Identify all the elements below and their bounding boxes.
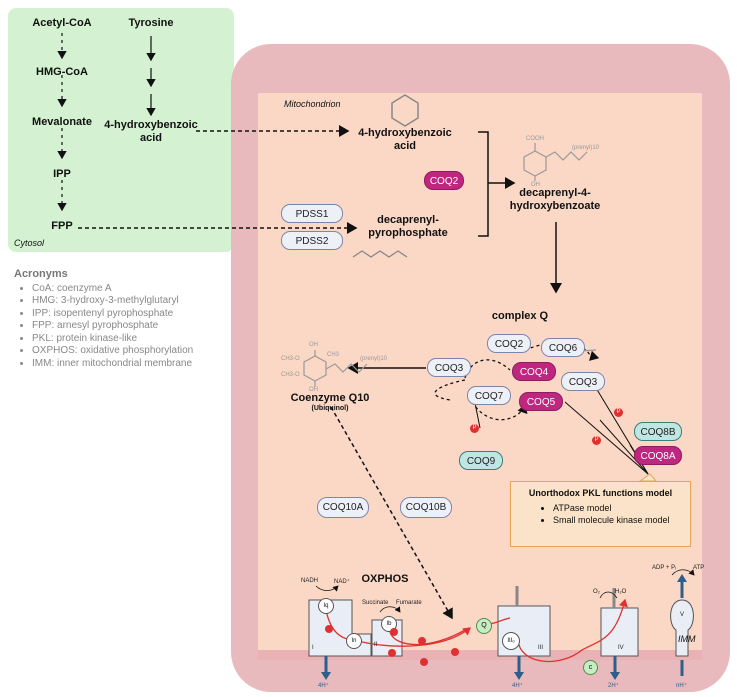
complex-q-coq3-right: COQ3	[561, 372, 605, 391]
iq-site: Iq	[318, 598, 334, 614]
ipp-label: IPP	[53, 168, 71, 180]
electron-dot	[418, 637, 426, 645]
acronym-item: HMG: 3-hydroxy-3-methylglutaryl	[32, 295, 193, 308]
fpp-label: FPP	[51, 220, 73, 232]
complex-q-coq7: COQ7	[467, 386, 511, 405]
coq8b-enzyme: COQ8B	[634, 422, 682, 441]
cytosol-compartment	[8, 8, 234, 252]
pdss1-enzyme: PDSS1	[281, 204, 343, 223]
cytochrome-c-node: c	[583, 660, 598, 675]
cytosol-hba-line2: acid	[139, 132, 162, 144]
proton-label-iv: 2H⁺	[608, 683, 619, 689]
coq10-title: Coenzyme Q10	[290, 392, 370, 404]
h2o-label: H₂O	[615, 589, 627, 595]
proton-label-iii: 4H⁺	[512, 683, 523, 689]
dpp-line1: decaprenyl-	[377, 214, 439, 226]
acronym-item: IPP: isopentenyl pyrophosphate	[32, 308, 193, 321]
acronym-item: IMM: inner mitochondrial membrane	[32, 358, 193, 371]
coq2-enzyme: COQ2	[424, 171, 464, 190]
acronyms-title: Acronyms	[14, 268, 68, 280]
electron-dot	[325, 625, 333, 633]
coq10-ch3o-1: CH3-O	[281, 356, 300, 362]
dhb-prenyl: (prenyl)10	[572, 145, 600, 151]
nad-label: NAD⁺	[334, 579, 350, 585]
electron-dot	[388, 649, 396, 657]
coq10b-protein: COQ10B	[400, 497, 452, 518]
coq10-ch3: CH3	[327, 352, 340, 358]
coq10-oh-top: OH	[309, 342, 318, 348]
dhb-line2: hydroxybenzoate	[509, 200, 601, 212]
coq10-oh-bottom: OH	[309, 387, 318, 393]
succinate-label: Succinate	[362, 600, 389, 606]
mito-hba-line1: 4-hydroxybenzoic	[358, 127, 452, 139]
proton-label-i: 4H⁺	[318, 683, 329, 689]
mitochondrion-label: Mitochondrion	[284, 99, 341, 109]
electron-dot	[451, 648, 459, 656]
coq10-subtitle: (Ubiquinol)	[311, 405, 349, 412]
acronym-item: OXPHOS: oxidative phosphorylation	[32, 345, 193, 358]
acronym-item: FPP: arnesyl pyrophosphate	[32, 320, 193, 333]
fumarate-label: Fumarate	[396, 600, 422, 606]
phospho-badge: P	[592, 436, 601, 445]
coq10-prenyl: (prenyl)10	[360, 356, 388, 362]
phospho-badge: P	[470, 424, 479, 433]
mitochondrion-inner	[258, 93, 702, 656]
dhb-oh: OH	[531, 182, 540, 188]
dhb-cooh: COOH	[526, 136, 544, 142]
phospho-badge: P	[614, 408, 623, 417]
adp-label: ADP + Pᵢ	[652, 565, 677, 571]
cytosol-hba-line1: 4-hydroxybenzoic	[104, 119, 198, 131]
in-site: In	[346, 633, 362, 649]
mevalonate-label: Mevalonate	[32, 116, 92, 128]
complex-q-coq5: COQ5	[519, 392, 563, 411]
complex-q-coq2: COQ2	[487, 334, 531, 353]
complex-q-coq3-left: COQ3	[427, 358, 471, 377]
complex-iv-label: IV	[618, 645, 624, 651]
atp-label: ATP	[693, 565, 705, 571]
imm-label: IMM	[678, 634, 696, 644]
coq9-enzyme: COQ9	[459, 451, 503, 470]
iiio-site: IIIₒ	[502, 632, 520, 650]
nadh-label: NADH	[301, 578, 319, 584]
complex-q-coq6: COQ6	[541, 338, 585, 357]
pdss2-enzyme: PDSS2	[281, 231, 343, 250]
complex-q-label: complex Q	[491, 310, 549, 322]
electron-dot	[420, 658, 428, 666]
dhb-line1: decaprenyl-4-	[519, 187, 591, 199]
complex-ii-label: II	[374, 642, 378, 648]
acronym-item: PKL: protein kinase-like	[32, 333, 193, 346]
tyrosine-label: Tyrosine	[128, 17, 174, 29]
q-pool-node: Q	[476, 618, 492, 634]
acetyl-coa-label: Acetyl-CoA	[32, 17, 92, 29]
pkl-title: Unorthodox PKL functions model	[528, 488, 673, 498]
coq10-ch3o-2: CH3-O	[281, 372, 300, 378]
electron-dot	[390, 628, 398, 636]
dpp-line2: pyrophosphate	[368, 227, 448, 239]
cytosol-label: Cytosol	[14, 238, 45, 248]
hmg-coa-label: HMG-CoA	[36, 66, 88, 78]
complex-v-label: V	[680, 612, 685, 618]
complex-iii-label: III	[538, 645, 544, 651]
acronym-item: CoA: coenzyme A	[32, 283, 193, 296]
coq8a-enzyme: COQ8A	[634, 446, 682, 465]
complex-q-coq4: COQ4	[512, 362, 556, 381]
mito-hba-line2: acid	[393, 140, 416, 152]
acronyms-panel: Acronyms CoA: coenzyme A HMG: 3-hydroxy-…	[14, 268, 193, 370]
coq10a-protein: COQ10A	[317, 497, 369, 518]
oxphos-title: OXPHOS	[361, 573, 409, 585]
pkl-item: ATPase model	[553, 502, 690, 514]
pkl-model-box: Unorthodox PKL functions model ATPase mo…	[510, 481, 691, 547]
pkl-item: Small molecule kinase model	[553, 514, 690, 526]
complex-i-label: I	[312, 645, 314, 651]
proton-label-v: nH⁺	[676, 683, 687, 689]
o2-label: O₂	[593, 589, 600, 595]
